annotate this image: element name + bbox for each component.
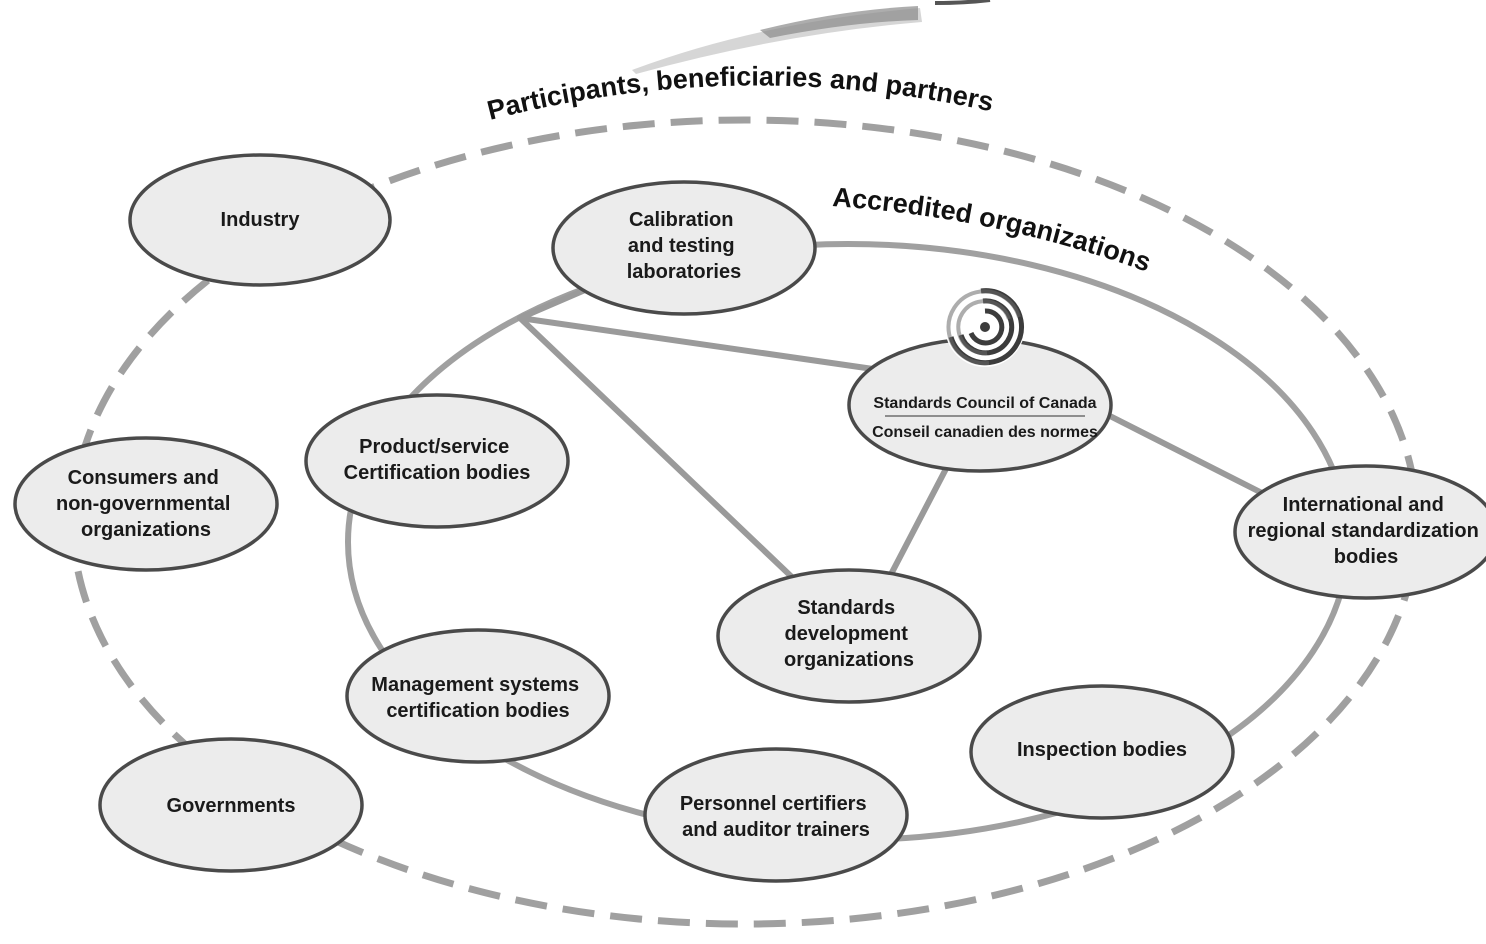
svg-text:Governments: Governments (167, 795, 296, 817)
international-label-line-3: bodies (1334, 546, 1398, 568)
consumers-label-line-3: organizations (81, 519, 211, 541)
node-management-systems-certification: Management systems certification bodies (345, 628, 611, 764)
calibration-label-line-1: Calibration (629, 209, 733, 231)
outer-ring-title: Participants, beneficiaries and partners (484, 61, 996, 125)
svg-text:Management systems certi: Management systems certification bodies (371, 674, 584, 722)
spray-decoration (632, 0, 991, 74)
scc-spiral-logo-icon (945, 287, 1025, 367)
governments-label: Governments (167, 795, 296, 817)
connector-scc-to-international (1105, 412, 1265, 496)
connector-scc-to-sdo (885, 462, 951, 583)
sdo-label-line-1: Standards (797, 597, 895, 619)
connector-hub-to-calibration (517, 287, 588, 321)
svg-text:Personnel certifiers and: Personnel certifiers and auditor trainer… (680, 793, 872, 841)
international-label-line-2: regional standardization (1248, 520, 1479, 542)
svg-text:Standards Council of Canada: Standards Council of Canada (873, 395, 1096, 412)
node-governments: Governments (98, 737, 364, 873)
consumers-label-line-2: non-governmental (56, 493, 230, 515)
svg-text:Conseil canadien des normes: Conseil canadien des normes (872, 424, 1098, 441)
management-label-line-1: Management systems (371, 674, 579, 696)
sdo-label-line-2: development (785, 623, 909, 645)
personnel-label-line-1: Personnel certifiers (680, 793, 867, 815)
node-product-service-certification: Product/service Certification bodies (304, 393, 570, 529)
node-industry: Industry (128, 153, 392, 287)
svg-text:Inspection bodies: Inspection bodies (1017, 739, 1187, 761)
calibration-label-line-3: laboratories (627, 261, 741, 283)
scc-name-english: Standards Council of Canada (873, 395, 1096, 412)
personnel-label-line-2: and auditor trainers (682, 819, 870, 841)
inspection-label: Inspection bodies (1017, 739, 1187, 761)
svg-text:Consumers and non-govern: Consumers and non-governmental organizat… (56, 467, 236, 541)
node-international-regional-bodies: International and regional standardizati… (1233, 464, 1486, 600)
industry-label: Industry (221, 209, 301, 231)
consumers-label-line-1: Consumers and (68, 467, 219, 489)
node-calibration-testing-labs: Calibration and testing laboratories (551, 180, 817, 316)
international-label-line-1: International and (1283, 494, 1444, 516)
node-standards-council-of-canada: Standards Council of Canada Conseil cana… (847, 287, 1113, 473)
node-standards-development-orgs: Standards development organizations (716, 568, 982, 704)
node-personnel-certifiers: Personnel certifiers and auditor trainer… (643, 747, 909, 883)
calibration-label-line-2: and testing (628, 235, 735, 257)
svg-text:Standards development: Standards development organizations (784, 597, 914, 671)
scc-name-french: Conseil canadien des normes (872, 424, 1098, 441)
svg-text:Industry: Industry (221, 209, 301, 231)
management-label-line-2: certification bodies (386, 700, 569, 722)
inner-ring-title: Accredited organizations (832, 182, 1155, 278)
connector-lines (517, 287, 1265, 583)
sdo-label-line-3: organizations (784, 649, 914, 671)
node-inspection-bodies: Inspection bodies (969, 684, 1235, 820)
svg-text:International and region: International and regional standardizati… (1248, 494, 1485, 568)
connector-hub-to-sdo (517, 315, 798, 583)
svg-text:Product/service Certific: Product/service Certification bodies (344, 436, 531, 484)
product-cert-label-line-2: Certification bodies (344, 462, 531, 484)
node-consumers-ngos: Consumers and non-governmental organizat… (13, 436, 279, 572)
product-cert-label-line-1: Product/service (359, 436, 509, 458)
connector-hub-to-scc (517, 315, 883, 373)
svg-text:Calibration and testing: Calibration and testing laboratories (627, 209, 741, 283)
